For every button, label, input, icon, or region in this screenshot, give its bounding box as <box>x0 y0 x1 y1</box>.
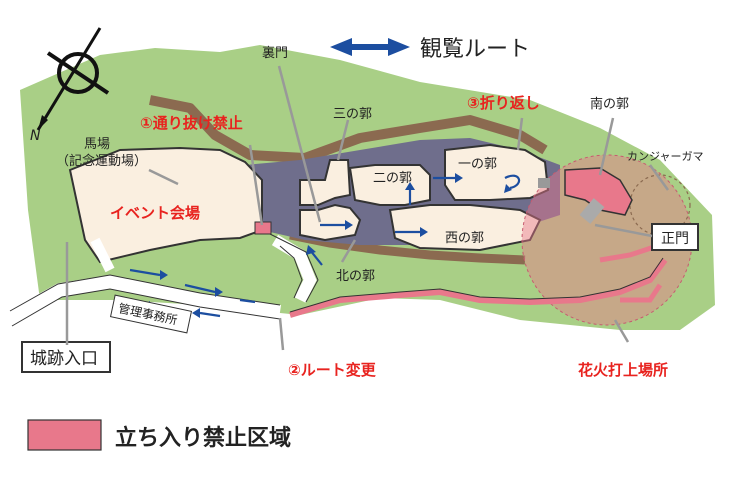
kitanomaru-label: 北の郭 <box>336 268 375 284</box>
nishinomaru-enclosure <box>388 204 542 252</box>
leader-lines <box>65 65 670 351</box>
nishinomaru-label: 西の郭 <box>445 230 484 246</box>
road-uramon-border <box>269 233 319 303</box>
seimon-box <box>651 223 699 251</box>
kanjagama-circle <box>629 174 691 236</box>
road-uramon <box>271 234 317 303</box>
uramon-label: 裏門 <box>262 46 288 61</box>
route-arrowheads <box>142 173 512 318</box>
ichinomaru-label: 一の郭 <box>458 156 497 172</box>
baba-label: 馬場 <box>84 137 110 152</box>
legend-route-label: 観覧ルート <box>420 37 530 62</box>
road-main-border <box>9 274 281 327</box>
notice-route-change: ②ルート変更 <box>288 361 377 379</box>
sannomaru-label: 三の郭 <box>333 106 372 122</box>
outer-wall-south <box>289 230 526 265</box>
minaminomaru-walkway <box>579 198 605 224</box>
compass-north-letter: N <box>30 128 41 144</box>
kitanomaru-enclosure <box>299 203 362 242</box>
restricted-legend-swatch <box>27 419 102 451</box>
minaminomaru-label: 南の郭 <box>590 96 629 112</box>
minaminomaru-restricted <box>564 167 633 216</box>
entrance-label: 城跡入口 <box>30 349 98 369</box>
ninomaru-label: 二の郭 <box>373 170 412 186</box>
ichinomaru-enclosure <box>444 143 550 201</box>
legend-restricted-label: 立ち入り禁止区域 <box>115 425 291 451</box>
no-passthrough-block <box>254 221 272 235</box>
notice-no-passthrough: ①通り抜け禁止 <box>140 114 243 132</box>
notice-fireworks: 花火打上場所 <box>578 361 668 379</box>
entrance-box <box>21 341 111 373</box>
compass-north-pointer <box>38 115 48 130</box>
seimon-label: 正門 <box>661 231 689 247</box>
kanri-jimusho-box <box>109 294 193 334</box>
road-main <box>6 275 282 325</box>
gate-structure <box>538 178 550 188</box>
kanjagama-label: カンジャーガマ <box>627 150 703 163</box>
compass-icon <box>36 27 110 131</box>
road-left-branch <box>90 237 115 273</box>
outer-wall-north <box>149 95 548 163</box>
notice-turn-back: ③折り返し <box>467 94 540 112</box>
event-venue-label: イベント会場 <box>110 204 200 222</box>
legend-route-icon <box>330 38 410 56</box>
restricted-path-south-outline <box>289 257 664 313</box>
restricted-path-south <box>289 258 668 318</box>
baba-sub-label: （記念運動場） <box>56 153 147 169</box>
